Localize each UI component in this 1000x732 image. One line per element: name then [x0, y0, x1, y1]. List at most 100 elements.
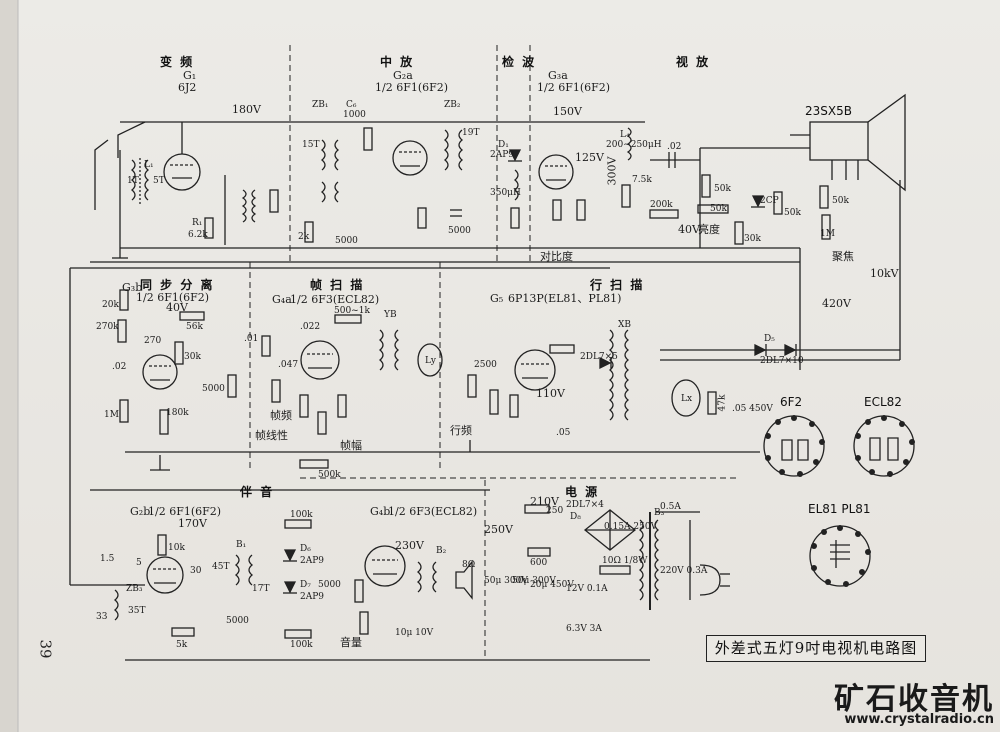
- label-110v: 110V: [536, 387, 565, 400]
- label-b2: B₂: [436, 546, 447, 556]
- label-r20-value: 56k: [186, 322, 203, 332]
- label-brightness: 亮度: [698, 223, 720, 236]
- label-210v: 210V: [530, 495, 559, 508]
- section-line: 行 扫 描: [590, 278, 645, 292]
- label-volume: 音量: [340, 636, 362, 649]
- label-l4: L₄: [620, 130, 630, 140]
- label-c14-value: .01: [244, 334, 259, 344]
- label-r17-value: 1M: [104, 410, 119, 420]
- label-zb3: ZB₃: [126, 584, 143, 594]
- label-r1: R₁: [192, 218, 203, 228]
- label-c8-value: 5000: [448, 226, 471, 236]
- label-d1: D₁: [498, 140, 509, 150]
- label-xb: XB: [618, 320, 632, 330]
- label-r33-value: 47k: [717, 394, 728, 412]
- tube-g4a-type: 1/2 6F3(ECL82): [290, 293, 380, 306]
- label-ly: Ly: [425, 356, 436, 366]
- section-power: 电 源: [565, 485, 600, 499]
- tube-g1-label: G₁: [183, 69, 197, 82]
- label-lx: Lx: [681, 394, 693, 404]
- label-r12-value: 50k: [784, 208, 801, 218]
- label-c38-value: 50μ 300V: [512, 576, 556, 586]
- label-c6: C₆: [346, 100, 357, 110]
- label-focus: 聚焦: [832, 250, 854, 263]
- label-w2-value: 50k: [710, 204, 727, 214]
- label-fuse: 0.5A: [660, 502, 681, 512]
- tube-g3a-label: G₃a: [548, 69, 568, 82]
- pinout-el81-title: EL81 PL81: [808, 502, 871, 516]
- label-r35-value: 20k: [102, 300, 119, 310]
- pinout-6f2-title: 6F2: [780, 395, 803, 409]
- watermark-url: www.crystalradio.cn: [844, 712, 994, 727]
- label-d6-value: 2AP9: [300, 556, 325, 566]
- section-detector: 检 波: [502, 55, 537, 69]
- label-r13-value: 50k: [832, 196, 849, 206]
- label-ac-input: 220V 0.3A: [660, 566, 708, 576]
- tube-g5-type: 6P13P(EL81、PL81): [508, 292, 622, 305]
- label-6-3v: 6.3V 3A: [566, 624, 602, 634]
- tube-g3a-type: 1/2 6F1(6F2): [537, 81, 611, 94]
- label-c33-value: 5000: [318, 580, 341, 590]
- label-r1-value: 6.2k: [188, 230, 208, 240]
- tube-g3b-label: G₃b: [122, 281, 143, 294]
- label-c11-value: 270: [144, 336, 162, 346]
- label-r36b-value: 100k: [290, 510, 313, 520]
- label-c13-value: 5000: [202, 384, 225, 394]
- label-l4-value: 200~250μH: [606, 140, 662, 150]
- label-c23-value: .05: [556, 428, 571, 438]
- label-c29-value: 30: [190, 566, 202, 576]
- label-420v: 420V: [822, 297, 851, 310]
- crt-type: 23SX5B: [805, 104, 852, 118]
- label-r34-value: 10k: [168, 543, 185, 553]
- label-d7-value: 2AP9: [300, 592, 325, 602]
- label-d7: D₇: [300, 580, 311, 590]
- label-c35-value: 10μ 10V: [395, 628, 434, 638]
- label-hv-winding: 0.15A 250V: [604, 522, 658, 532]
- label-125v: 125V: [575, 151, 604, 164]
- label-c26-value: 1.5: [100, 554, 115, 564]
- label-yb: YB: [384, 310, 397, 320]
- label-c20-value: 2500: [474, 360, 497, 370]
- tube-g2a-type: 1/2 6F1(6F2): [375, 81, 449, 94]
- tube-g3b-type: 1/2 6F1(6F2): [136, 291, 210, 304]
- label-r37-value: 100k: [290, 640, 313, 650]
- label-c12-value: .02: [112, 362, 127, 372]
- label-c28-value: 5: [136, 558, 142, 568]
- label-1t: 1T: [127, 176, 139, 186]
- label-r41-value: 10Ω 1/8W: [602, 556, 648, 566]
- tube-g2b-label: G₂b: [130, 505, 151, 518]
- label-b3: B₃: [654, 508, 665, 518]
- label-c16-value: .022: [300, 322, 321, 332]
- label-19t: 19T: [462, 128, 480, 138]
- tube-g2a-label: G₂a: [393, 69, 413, 82]
- label-45t: 45T: [212, 562, 230, 572]
- label-speaker: 8Ω: [462, 560, 476, 570]
- label-r35b-value: 5k: [176, 640, 188, 650]
- label-d4-value: 2DL7×5: [580, 352, 618, 362]
- label-d1-value: 2AP9: [490, 150, 515, 160]
- label-contrast: 对比度: [540, 250, 573, 263]
- label-c5-value: 5000: [335, 236, 358, 246]
- label-d5: D₅: [764, 334, 775, 344]
- label-180v: 180V: [232, 103, 261, 116]
- label-c27-value: 33: [96, 612, 108, 622]
- label-r18-value: 30k: [184, 352, 201, 362]
- section-frame: 帧 扫 描: [310, 278, 365, 292]
- label-r11-value: 50k: [714, 184, 731, 194]
- tube-g4b-label: G₄b: [370, 505, 391, 518]
- section-sound: 伴 音: [240, 485, 275, 499]
- label-r36-value: 270k: [96, 322, 119, 332]
- label-c37-value: 50μ 300V: [484, 576, 528, 586]
- label-17t: 17T: [252, 584, 270, 594]
- label-b1: B₁: [236, 540, 247, 550]
- label-230v: 230V: [395, 539, 424, 552]
- label-d8-value: 2DL7×4: [566, 500, 604, 510]
- label-zb1: ZB₁: [312, 100, 329, 110]
- label-r40-value: 600: [530, 558, 548, 568]
- pinout-ecl82-title: ECL82: [864, 395, 902, 409]
- tube-g4a-label: G₄a: [272, 293, 292, 306]
- label-w1-value: 1M: [820, 229, 835, 239]
- label-d8: D₈: [570, 512, 581, 522]
- page-number: 39: [36, 639, 55, 659]
